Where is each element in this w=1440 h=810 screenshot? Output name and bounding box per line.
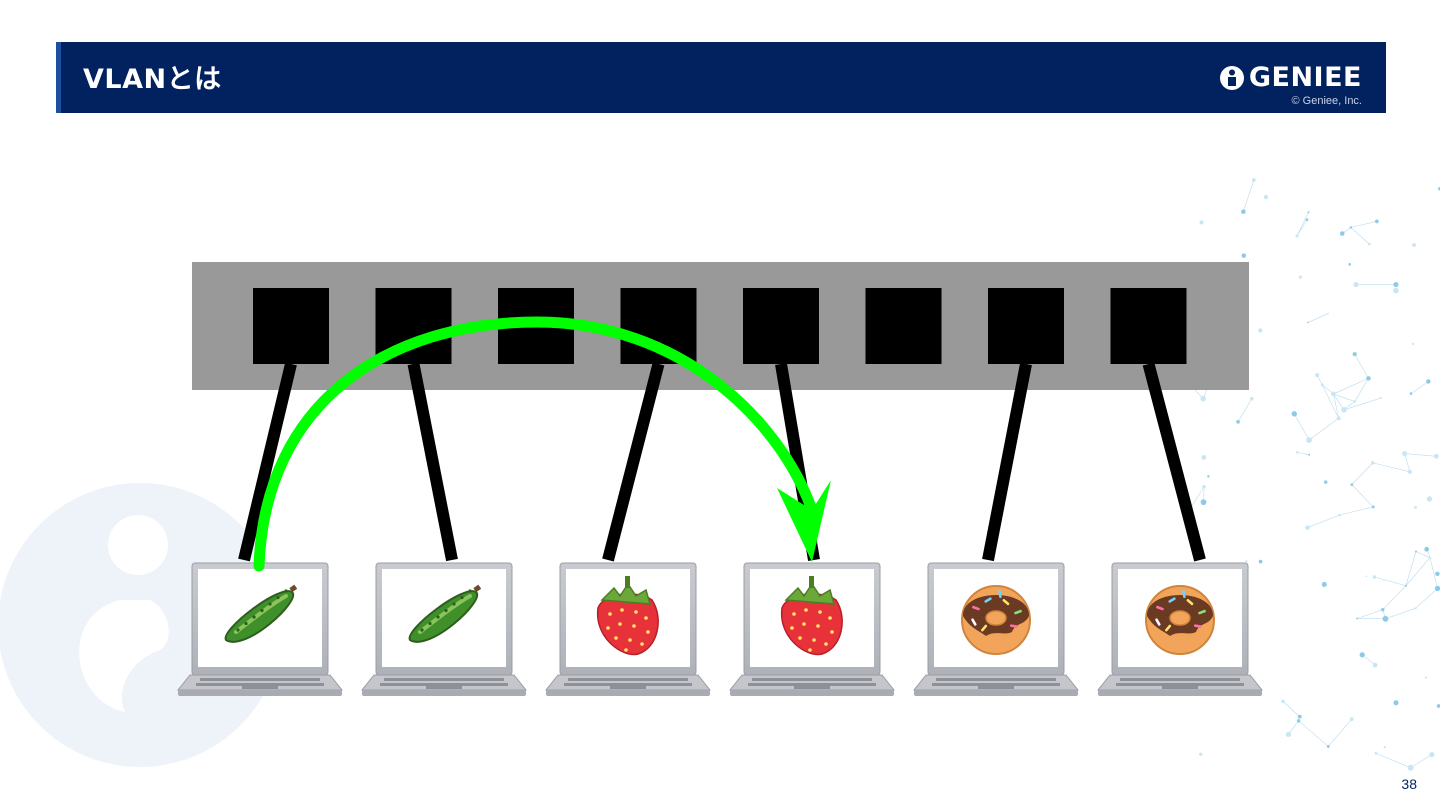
geniee-logo-icon <box>1219 66 1244 90</box>
trackpad <box>242 686 278 689</box>
switch-port <box>988 288 1064 364</box>
keyboard-row <box>564 683 692 686</box>
traffic-arrow <box>253 316 831 572</box>
laptop <box>728 562 896 696</box>
trackpad <box>426 686 462 689</box>
switch-port <box>743 288 819 364</box>
keyboard-row <box>380 683 508 686</box>
arrow-head-icon <box>777 480 831 562</box>
strawberry-icon <box>780 576 843 656</box>
laptop <box>176 562 344 696</box>
laptop-base <box>1098 690 1262 696</box>
cucumber-icon <box>408 584 482 643</box>
slide-header: VLANとは GENIEE © Geniee, Inc. <box>56 42 1386 113</box>
geniee-logo: GENIEE <box>1219 64 1362 92</box>
keyboard-row <box>1116 683 1244 686</box>
ethernet-cable <box>238 362 297 562</box>
laptop <box>544 562 712 696</box>
laptop <box>360 562 528 696</box>
laptop-base <box>546 690 710 696</box>
copyright: © Geniee, Inc. <box>1291 95 1362 107</box>
laptops <box>176 562 1264 696</box>
laptop <box>912 562 1080 696</box>
keyboard-row <box>200 678 320 681</box>
keyboard-row <box>936 678 1056 681</box>
keyboard-row <box>196 683 324 686</box>
laptop-base <box>178 690 342 696</box>
donut-icon <box>1145 585 1215 655</box>
cucumber-icon <box>224 584 298 643</box>
ethernet-cable <box>982 362 1032 562</box>
laptop-base <box>730 690 894 696</box>
keyboard-row <box>748 683 876 686</box>
trackpad <box>610 686 646 689</box>
trackpad <box>1162 686 1198 689</box>
ethernet-cable <box>1142 362 1206 562</box>
laptop-base <box>914 690 1078 696</box>
keyboard-row <box>568 678 688 681</box>
strawberry-icon <box>596 576 659 656</box>
switch-port <box>253 288 329 364</box>
page-number: 38 <box>1401 776 1417 792</box>
keyboard-row <box>1120 678 1240 681</box>
trackpad <box>978 686 1014 689</box>
laptop <box>1096 562 1264 696</box>
logo-text: GENIEE <box>1248 62 1362 93</box>
trackpad <box>794 686 830 689</box>
keyboard-row <box>932 683 1060 686</box>
ethernet-cable <box>602 362 665 562</box>
switch-port <box>1110 288 1187 364</box>
keyboard-row <box>752 678 872 681</box>
slide-title: VLANとは <box>83 64 222 95</box>
donut-icon <box>961 585 1031 655</box>
switch-port <box>865 288 942 364</box>
laptop-base <box>362 690 526 696</box>
ethernet-cable <box>407 362 458 562</box>
keyboard-row <box>384 678 504 681</box>
